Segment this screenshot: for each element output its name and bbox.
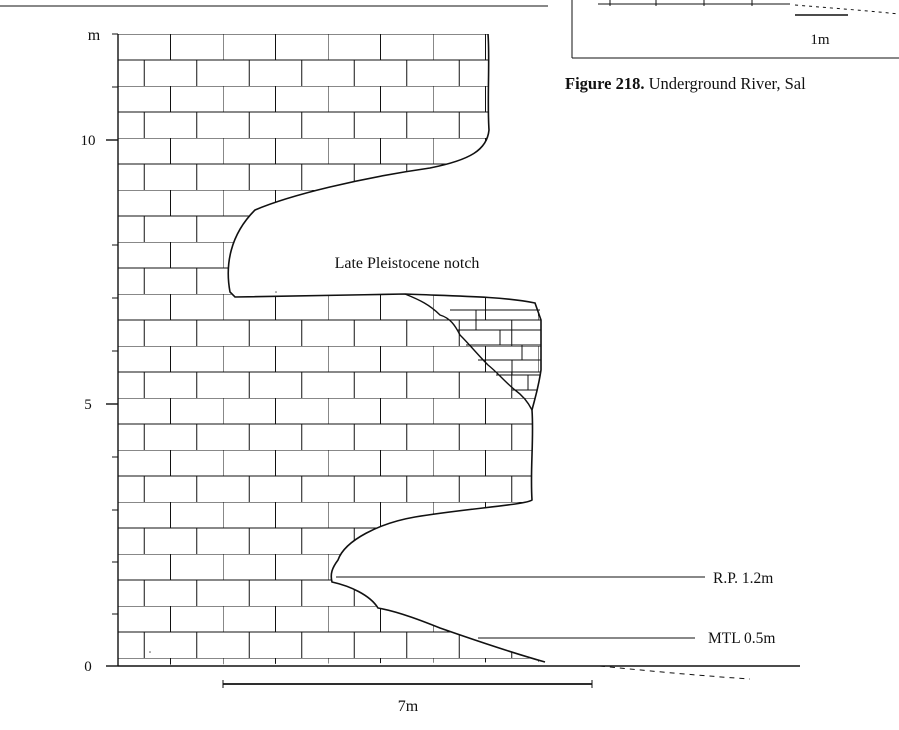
limestone-brick-pattern [118,34,545,665]
figure-caption-text: Underground River, Sal [644,74,806,93]
fracture-block-cracks [450,309,541,391]
speck [149,651,151,653]
sea-floor-dashed [599,665,751,680]
axis-unit-label: m [88,27,101,44]
axis-tick-label-0: 0 [84,659,92,675]
axis-tick-label-10: 10 [81,133,96,149]
main-scale-bar [222,680,593,688]
inset-figure-fragment: 1m [598,0,899,48]
main-scale-label: 7m [398,698,419,715]
speck [275,291,277,293]
notch-label: Late Pleistocene notch [335,255,480,272]
figure-caption: Figure 218. Underground River, Sal [565,74,806,93]
cliff-profile-outline [227,33,546,663]
rp-label: R.P. 1.2m [713,570,773,587]
inset-scale-label: 1m [810,32,830,48]
axis-tick-label-5: 5 [84,397,92,413]
figure-caption-number: Figure 218. [565,74,644,93]
height-axis: m 10 5 0 [81,27,119,675]
mtl-label: MTL 0.5m [708,630,775,647]
fracture-block-outline [404,293,533,411]
